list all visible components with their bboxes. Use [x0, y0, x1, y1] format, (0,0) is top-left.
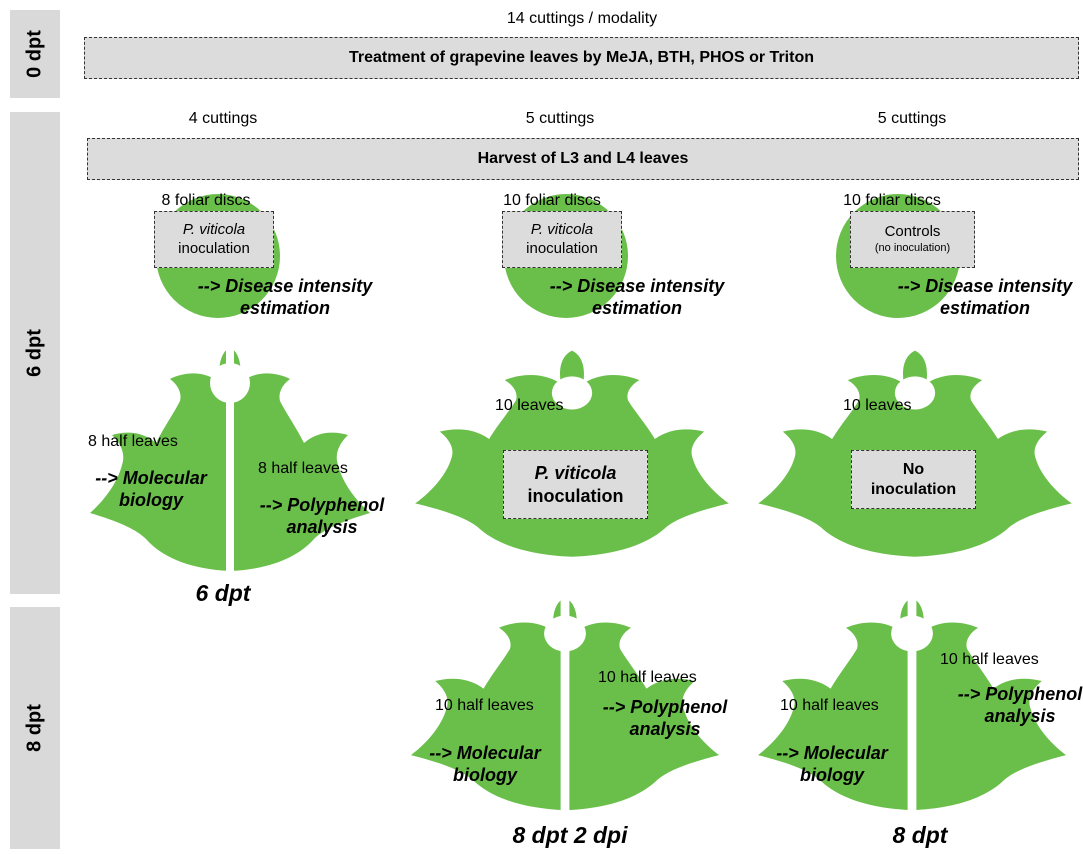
mol-col1-line1: --> Molecular	[95, 468, 207, 488]
half-leaves-left-col3: 10 half leaves	[780, 697, 879, 714]
poly-col1-line2: analysis	[286, 516, 358, 537]
leaf-box-col2-line1: P. viticola	[534, 463, 617, 483]
poly-col3-line2: analysis	[984, 705, 1056, 726]
discs-col1: 8 foliar discs	[161, 192, 251, 209]
harvest-bar: Harvest of L3 and L4 leaves	[87, 138, 1079, 180]
half-leaves-left-col1: 8 half leaves	[88, 433, 178, 450]
stage-6dpt-bar: 6 dpt	[10, 112, 60, 594]
half-leaves-right-col1: 8 half leaves	[258, 460, 348, 477]
half-leaves-right-col2: 10 half leaves	[598, 669, 697, 686]
leaf-col3-8dpt	[758, 586, 1066, 818]
caption-col2: 8 dpt 2 dpi	[512, 822, 628, 848]
box-col3-line2: (no inoculation)	[874, 242, 951, 254]
disease-col3-line1: --> Disease intensity	[897, 276, 1073, 296]
poly-col3-line1: --> Polyphenol	[957, 684, 1083, 704]
leaves-col3: 10 leaves	[843, 397, 912, 414]
disease-col2-line2: estimation	[591, 297, 683, 318]
treatment-bar: Treatment of grapevine leaves by MeJA, B…	[84, 37, 1079, 79]
poly-col1-line1: --> Polyphenol	[259, 495, 385, 515]
box-col2-line2: inoculation	[526, 239, 598, 257]
caption-col3: 8 dpt	[892, 822, 948, 848]
mol-col3-line1: --> Molecular	[776, 743, 888, 763]
mol-col2-line2: biology	[453, 764, 517, 785]
disease-col2-line1: --> Disease intensity	[549, 276, 725, 296]
cuttings-col2: 5 cuttings	[525, 110, 595, 127]
disease-estimation-col2: --> Disease intensity estimation	[550, 276, 725, 319]
polyphenol-analysis-col1: --> Polyphenol analysis	[260, 495, 385, 538]
polyphenol-analysis-col3: --> Polyphenol analysis	[958, 684, 1083, 727]
treatment-label: Treatment of grapevine leaves by MeJA, B…	[348, 49, 814, 66]
caption-col1: 6 dpt	[195, 580, 251, 606]
inoculation-box-col1: P. viticola inoculation	[154, 211, 274, 268]
leaf-col2-8dpt	[411, 586, 719, 818]
molecular-biology-col1: --> Molecular biology	[95, 468, 207, 511]
leaf-box-col3-line1: No	[902, 460, 925, 478]
molecular-biology-col3: --> Molecular biology	[776, 743, 888, 786]
mol-col1-line2: biology	[119, 489, 183, 510]
cuttings-col1: 4 cuttings	[188, 110, 258, 127]
leaf-col2	[415, 350, 729, 557]
inoculation-box-col2: P. viticola inoculation	[502, 211, 622, 268]
half-leaves-right-col3: 10 half leaves	[940, 651, 1039, 668]
leaves-col2: 10 leaves	[495, 397, 564, 414]
molecular-biology-col2: --> Molecular biology	[429, 743, 541, 786]
leaf-box-col3-line2: inoculation	[870, 480, 957, 498]
half-leaves-left-col2: 10 half leaves	[435, 697, 534, 714]
leaf-col3	[758, 350, 1072, 557]
mol-col3-line2: biology	[800, 764, 864, 785]
leaf-inoculation-box-col2: P. viticola inoculation	[503, 450, 648, 519]
mol-col2-line1: --> Molecular	[429, 743, 541, 763]
controls-box-col3: Controls (no inoculation)	[850, 211, 975, 268]
leaf-box-col2-line2: inoculation	[527, 485, 624, 506]
harvest-label: Harvest of L3 and L4 leaves	[477, 150, 689, 167]
box-col1-line1: P. viticola	[182, 220, 246, 238]
disease-estimation-col3: --> Disease intensity estimation	[898, 276, 1073, 319]
cuttings-total: 14 cuttings / modality	[506, 10, 658, 27]
leaf-col1	[90, 335, 370, 579]
disease-col1-line1: --> Disease intensity	[197, 276, 373, 296]
box-col2-line1: P. viticola	[530, 220, 594, 238]
box-col3-line1: Controls	[884, 223, 941, 241]
stage-8dpt-bar: 8 dpt	[10, 607, 60, 849]
box-col1-line2: inoculation	[178, 239, 250, 257]
disease-estimation-col1: --> Disease intensity estimation	[198, 276, 373, 319]
stage-0dpt-bar: 0 dpt	[10, 10, 60, 98]
poly-col2-line1: --> Polyphenol	[602, 697, 728, 717]
poly-col2-line2: analysis	[629, 718, 701, 739]
disease-col3-line2: estimation	[939, 297, 1031, 318]
cuttings-col3: 5 cuttings	[877, 110, 947, 127]
discs-col2: 10 foliar discs	[503, 192, 601, 209]
disease-col1-line2: estimation	[239, 297, 331, 318]
no-inoculation-box-col3: No inoculation	[851, 450, 976, 509]
discs-col3: 10 foliar discs	[843, 192, 941, 209]
polyphenol-analysis-col2: --> Polyphenol analysis	[603, 697, 728, 740]
